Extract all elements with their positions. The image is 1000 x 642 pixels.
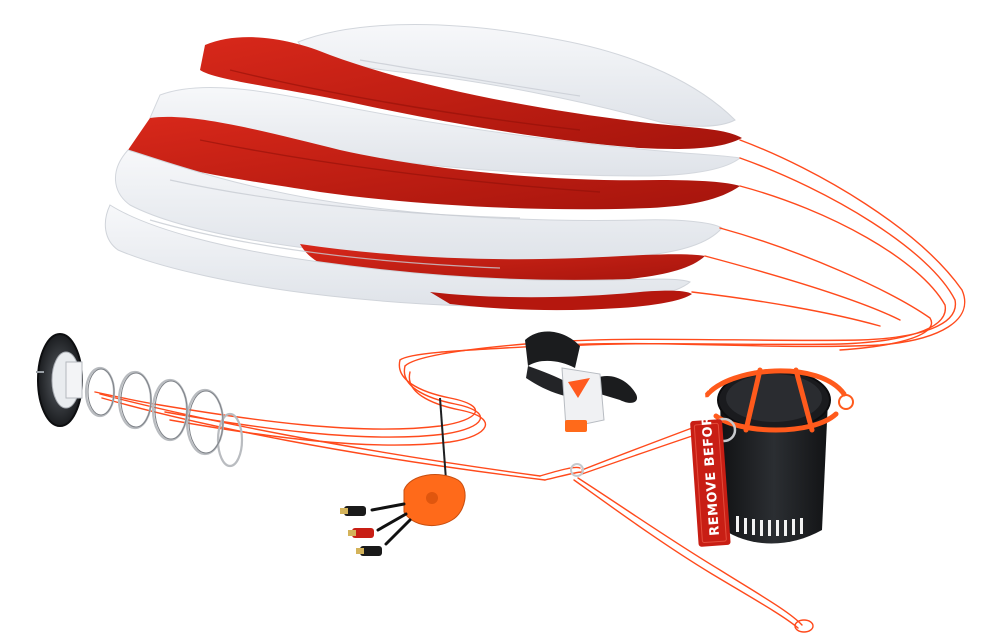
suspension-lines [94,139,966,633]
parachute-canopy [104,24,742,311]
confluence-ring [570,463,584,477]
remove-before-flight-tag: REMOVE BEFORE FLIGHT [690,345,731,547]
velcro-strap [525,331,638,432]
tracker-module [340,397,466,556]
deployment-spring [36,333,244,468]
parachute-canister [703,367,854,544]
